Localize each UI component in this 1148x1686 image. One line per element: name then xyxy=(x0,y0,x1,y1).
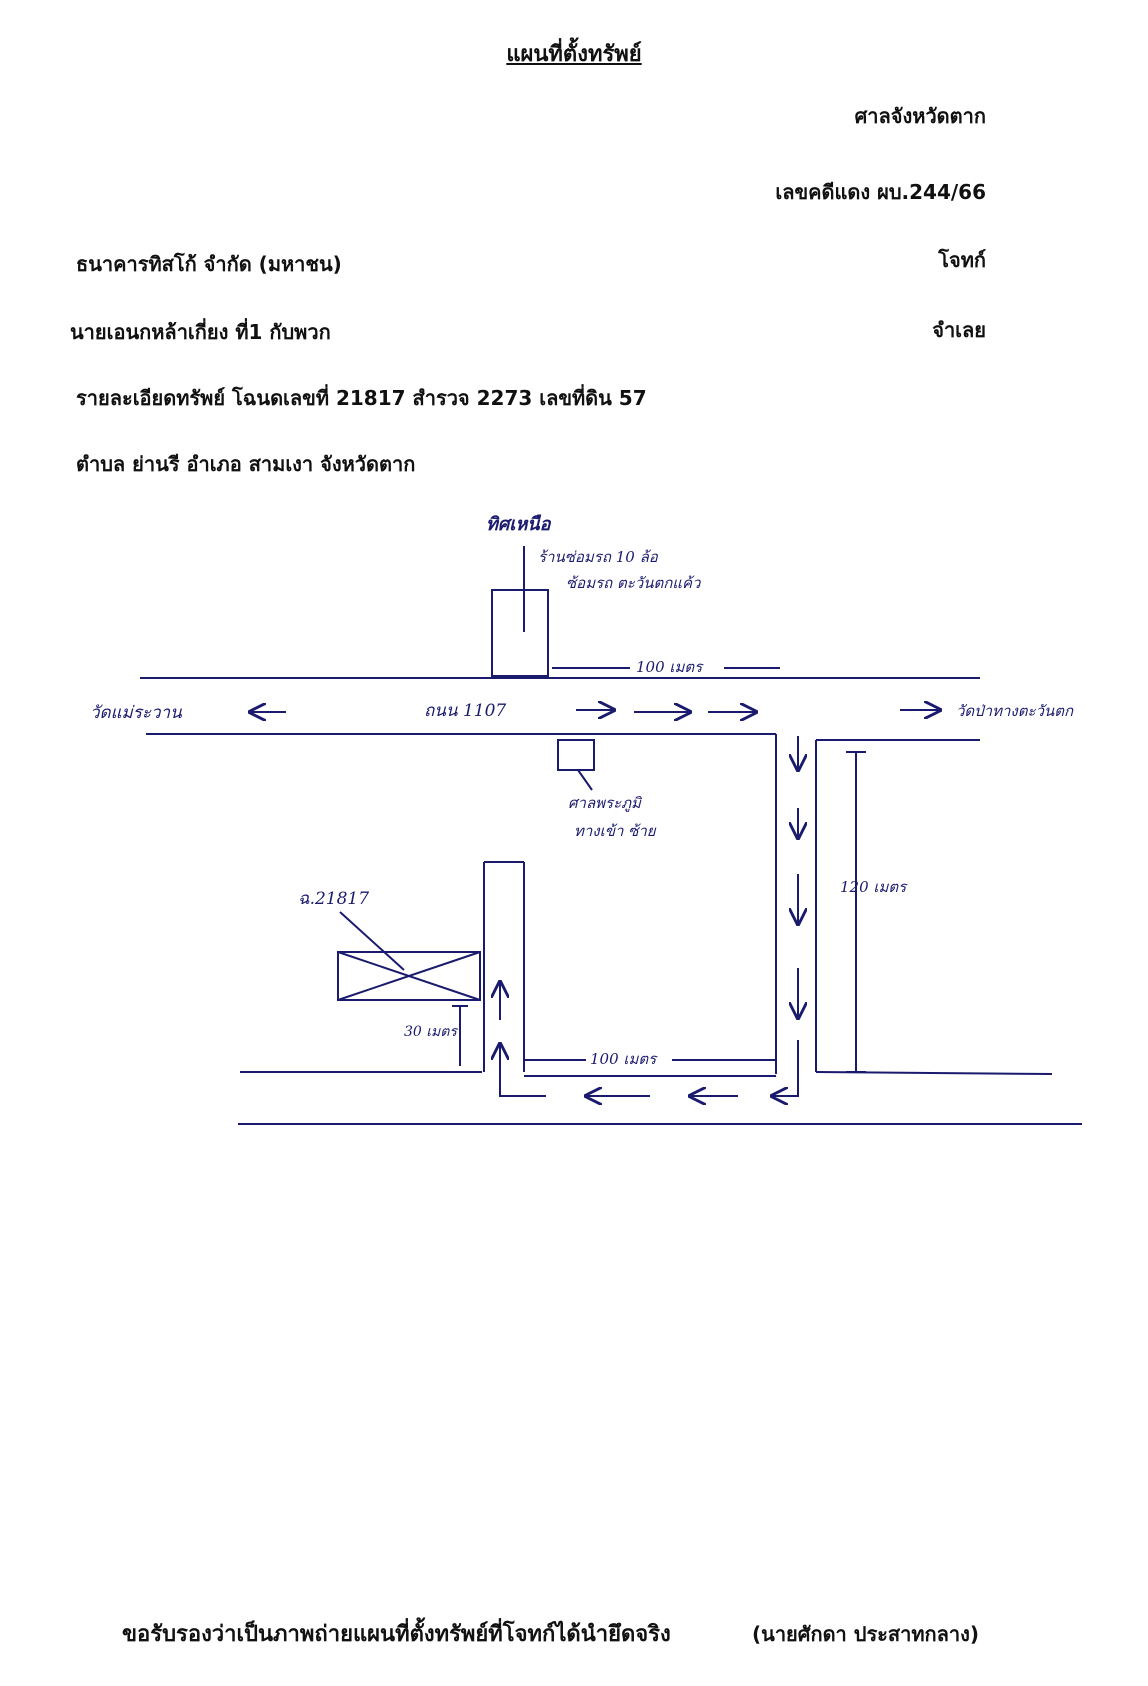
left-destination: วัดแม่ระวาน xyxy=(90,703,182,723)
route-turn xyxy=(772,1040,799,1096)
parcel-label: ฉ.21817 xyxy=(298,889,369,909)
plaintiff-name: ธนาคารทิสโก้ จำกัด (มหาชน) xyxy=(76,252,342,276)
shrine-label-2: ทางเข้า ซ้าย xyxy=(574,822,657,840)
dist-top: 100 เมตร xyxy=(636,658,704,676)
certification-text: ขอรับรองว่าเป็นภาพถ่ายแผนที่ตั้งทรัพย์ที… xyxy=(122,1622,671,1647)
shrine-label-1: ศาลพระภูมิ xyxy=(568,794,643,812)
right-destination: วัดป่าทางตะวันตก xyxy=(956,702,1074,720)
certifier-name: (นายศักดา ประสาทกลาง) xyxy=(752,1622,980,1646)
parcel-leader xyxy=(339,911,405,971)
dist-small: 30 เมตร xyxy=(404,1024,458,1040)
shrine-box xyxy=(557,739,595,771)
case-number: เลขคดีแดง ผบ.244/66 xyxy=(775,180,986,204)
parcel-cross-b xyxy=(337,951,481,1001)
court-name: ศาลจังหวัดตาก xyxy=(854,104,986,128)
repair-shop-box xyxy=(491,589,549,677)
defendant-name: นายเอนกหล้าเกี่ยง ที่1 กับพวก xyxy=(70,320,331,344)
plaintiff-role: โจทก์ xyxy=(938,248,986,272)
shrine-pointer xyxy=(577,769,593,791)
shop-label-2: ซ้อมรถ ตะวันตกแค้ว xyxy=(566,574,702,592)
dist-right: 120 เมตร xyxy=(840,878,908,896)
north-label: ทิศเหนือ xyxy=(486,514,552,535)
asset-detail-line1: รายละเอียดทรัพย์ โฉนดเลขที่ 21817 สำรวจ … xyxy=(76,386,647,410)
parcel-21817 xyxy=(337,951,481,1001)
shop-label-1: ร้านซ่อมรถ 10 ล้อ xyxy=(538,548,659,566)
page-title: แผนที่ตั้งทรัพย์ xyxy=(506,42,642,67)
road-name: ถนน 1107 xyxy=(424,701,506,721)
defendant-role: จำเลย xyxy=(932,318,986,342)
dist-bottom: 100 เมตร xyxy=(590,1050,658,1068)
asset-detail-line2: ตำบล ย่านรี อำเภอ สามเงา จังหวัดตาก xyxy=(76,452,416,476)
route-arrow-north xyxy=(500,1044,546,1097)
